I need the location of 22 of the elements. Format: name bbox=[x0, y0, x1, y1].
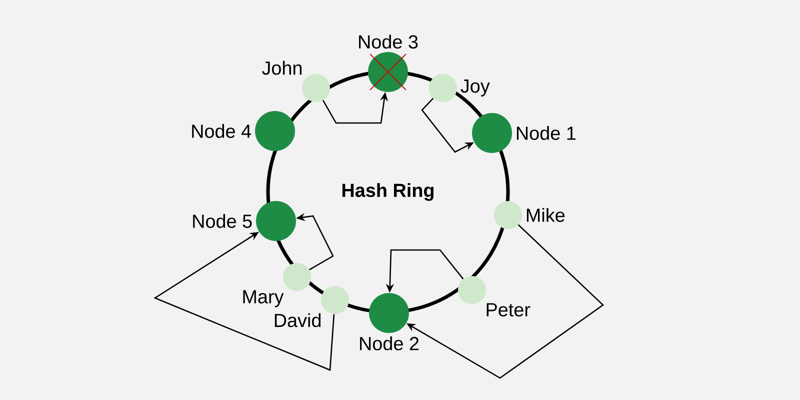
node-label: Peter bbox=[486, 303, 530, 316]
node-label: Node 1 bbox=[516, 126, 576, 140]
key-node: Peter bbox=[458, 276, 530, 316]
server-node: Node 1 bbox=[472, 113, 576, 153]
server-node: Node 2 bbox=[360, 293, 419, 350]
key-node: Mary bbox=[243, 263, 311, 308]
key-node: Mike bbox=[494, 201, 565, 229]
node-label: Node 5 bbox=[193, 214, 252, 228]
node-label: Mike bbox=[526, 208, 565, 222]
server-node: Node 5 bbox=[193, 201, 296, 241]
key-node: John bbox=[262, 60, 330, 102]
server-node: Node 3 bbox=[359, 34, 418, 92]
node-label: Joy bbox=[460, 80, 490, 96]
node-label: Node 4 bbox=[192, 124, 252, 138]
ring-title: Hash Ring bbox=[342, 183, 434, 201]
node-label: David bbox=[274, 313, 321, 328]
node-label: Node 3 bbox=[359, 34, 418, 49]
node-label: John bbox=[262, 60, 302, 75]
key-node: Joy bbox=[429, 74, 490, 102]
node-label: Mary bbox=[243, 290, 284, 308]
server-node: Node 4 bbox=[192, 111, 295, 151]
node-label: Node 2 bbox=[360, 336, 419, 350]
